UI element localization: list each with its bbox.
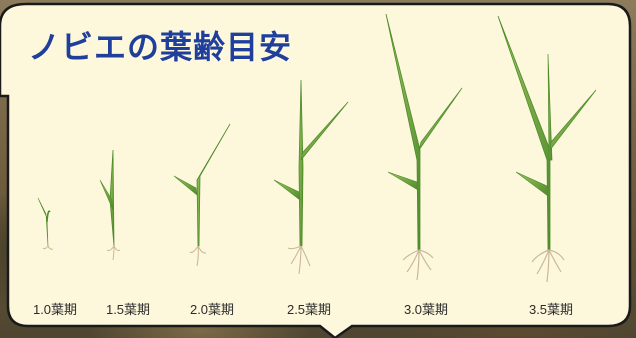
stage-label-1-5: 1.5葉期 bbox=[105, 302, 151, 317]
stage-label-2-5: 2.5葉期 bbox=[286, 302, 332, 317]
seedling-1-5 bbox=[99, 149, 121, 261]
stage-label-3-5: 3.5葉期 bbox=[528, 302, 574, 317]
seedling-1-0 bbox=[37, 197, 54, 250]
seedling-2-0 bbox=[173, 123, 231, 267]
seedling-3-5 bbox=[497, 15, 597, 283]
seedling-3-0 bbox=[385, 13, 463, 281]
seedling-2-5 bbox=[273, 79, 349, 275]
page-title: ノビエの葉齢目安 bbox=[28, 29, 293, 65]
stage-label-3-0: 3.0葉期 bbox=[403, 302, 449, 317]
stage-label-1-0: 1.0葉期 bbox=[32, 302, 78, 317]
stage-label-2-0: 2.0葉期 bbox=[189, 302, 235, 317]
